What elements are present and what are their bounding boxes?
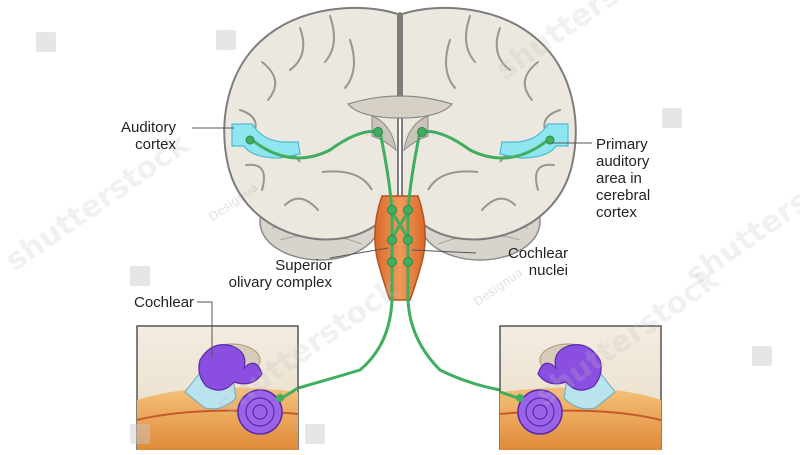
label-line: cerebral [596,187,650,204]
label-primary-auditory-area: Primary auditory area in cerebral cortex [596,136,650,221]
label-line: cortex [596,204,650,221]
label-line: olivary complex [214,274,332,291]
watermark-icon [752,346,772,366]
label-line: Auditory [120,119,176,136]
label-line: area in [596,170,650,187]
label-line: Primary [596,136,650,153]
watermark-icon [662,108,682,128]
label-cochlear-nuclei: Cochlear nuclei [468,245,568,279]
right-ear-inset [500,326,661,450]
brainstem [375,196,425,300]
label-cochlear: Cochlear [134,294,194,311]
label-superior-olivary-complex: Superior olivary complex [214,257,332,291]
label-line: nuclei [468,262,568,279]
label-line: auditory [596,153,650,170]
watermark-icon [216,30,236,50]
label-auditory-cortex: Auditory cortex [120,119,176,153]
label-line: Cochlear [468,245,568,262]
watermark-icon [130,266,150,286]
watermark-icon [305,424,325,444]
watermark-icon [36,32,56,52]
watermark-icon [130,424,150,444]
label-line: cortex [120,136,176,153]
left-ear-inset [137,326,298,450]
label-line: Superior [214,257,332,274]
